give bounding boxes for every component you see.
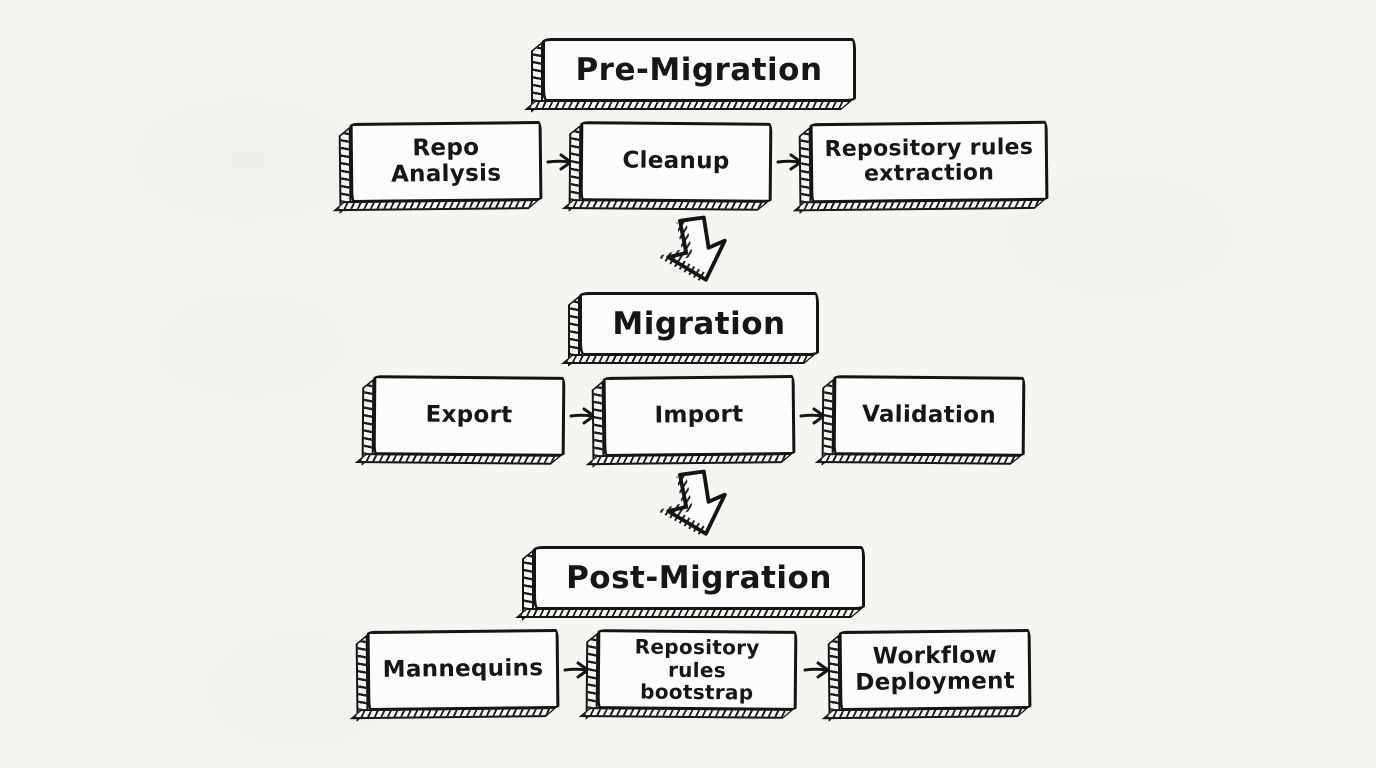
step-label: Import [602,374,796,458]
down-block-arrow-icon [657,215,727,283]
step-label: Export [372,375,566,457]
step-label: Repo Analysis [349,120,543,204]
down-block-arrow-icon [657,469,727,537]
step-box-cleanup: Cleanup [561,121,773,212]
phase-steps-row: Mannequins Repository rules bootstrap Wo… [349,628,1032,722]
step-box-import: Import [585,374,796,468]
step-label: Repository rules bootstrap [596,629,798,711]
step-box-export: Export [354,375,566,466]
phase-header-migration: Migration [561,292,819,367]
step-box-validation: Validation [814,375,1026,466]
phase-post-migration: Post-Migration Mannequins Repository rul… [349,546,1032,722]
step-box-mannequins: Mannequins [349,628,560,722]
step-box-repo-analysis: Repo Analysis [332,120,543,214]
phase-title: Migration [579,292,819,356]
step-label: Mannequins [366,628,560,712]
phase-header-pre-migration: Pre-Migration [524,38,856,113]
step-label: Validation [832,375,1026,457]
step-box-workflow-deployment: Workflow Deployment [821,628,1032,722]
step-label: Repository rules extraction [809,120,1049,204]
step-label: Cleanup [579,121,773,203]
phase-title: Post-Migration [533,546,865,610]
phase-migration: Migration Export Import Validat [354,292,1026,468]
phase-title: Pre-Migration [542,38,856,102]
phase-steps-row: Repo Analysis Cleanup Repository rules e… [332,120,1049,215]
step-box-repository-rules-bootstrap: Repository rules bootstrap [578,629,798,720]
phase-header-post-migration: Post-Migration [515,546,865,621]
phase-pre-migration: Pre-Migration Repo Analysis Cleanup [332,38,1049,215]
step-box-repository-rules-extraction: Repository rules extraction [792,120,1049,215]
phase-steps-row: Export Import Validation [354,374,1026,468]
step-label: Workflow Deployment [838,628,1032,712]
